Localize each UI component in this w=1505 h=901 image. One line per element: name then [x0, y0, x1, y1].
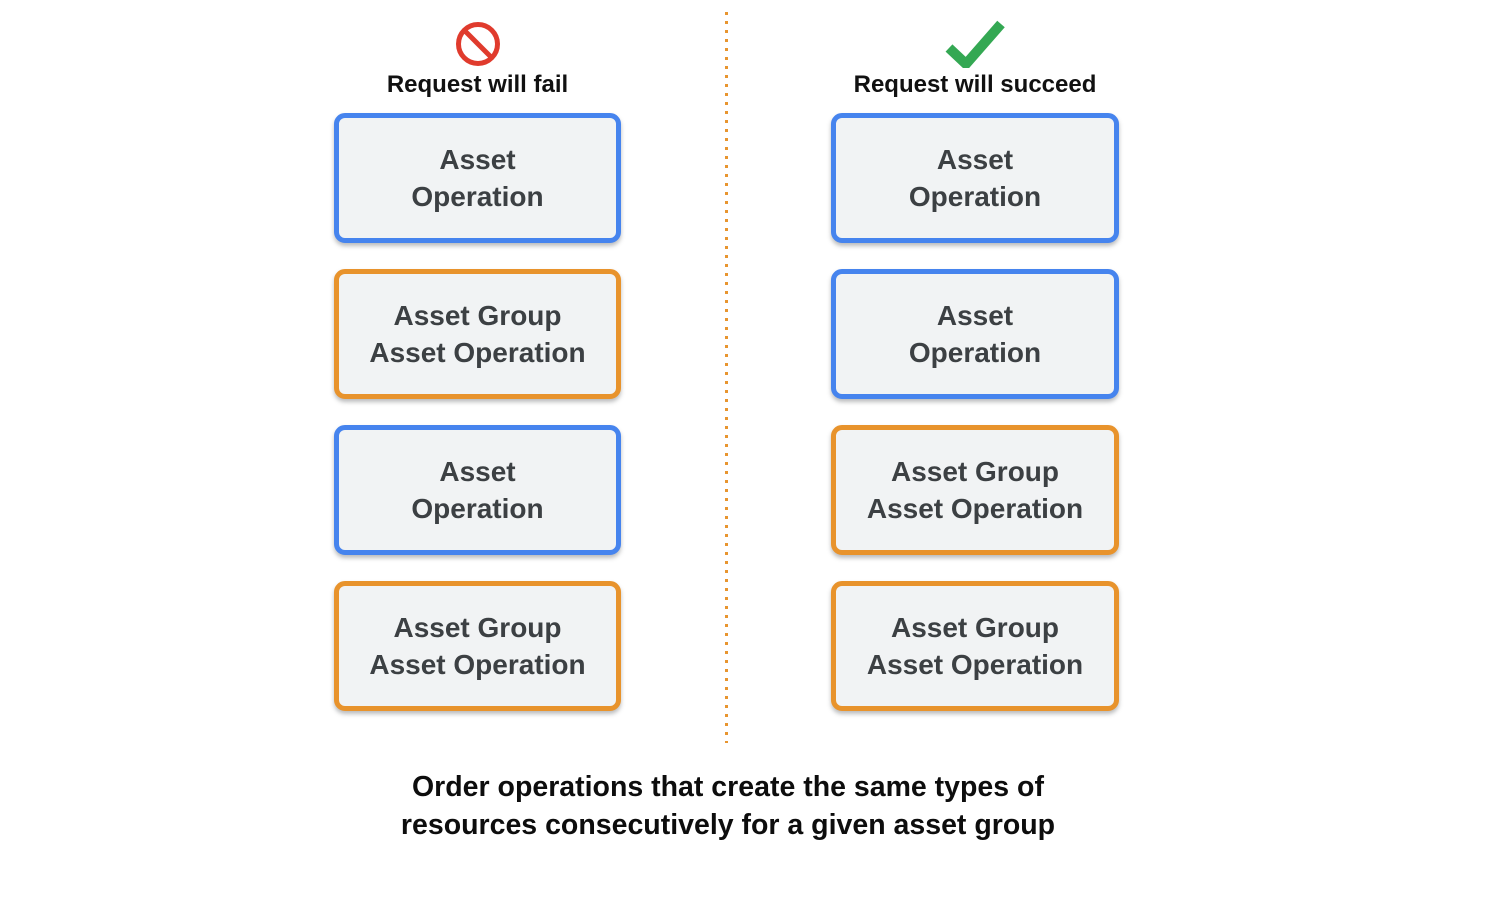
- caption: Order operations that create the same ty…: [375, 768, 1081, 844]
- operation-box: Asset Group Asset Operation: [831, 425, 1119, 555]
- operation-box: Asset Operation: [831, 269, 1119, 399]
- caption-line-2: resources consecutively for a given asse…: [400, 809, 1056, 841]
- prohibited-icon: [455, 20, 501, 67]
- box-label-line: Asset Group: [393, 612, 562, 643]
- checkmark-icon: [945, 20, 1005, 68]
- dotted-divider: [725, 12, 728, 743]
- box-label-line: Asset: [936, 144, 1014, 175]
- operation-box: Asset Group Asset Operation: [334, 269, 621, 399]
- box-label-line: Asset Operation: [866, 493, 1084, 524]
- operation-box: Asset Group Asset Operation: [831, 581, 1119, 711]
- operation-box: Asset Operation: [831, 113, 1119, 243]
- box-label-line: Asset: [936, 300, 1014, 331]
- box-label-line: Asset Group: [890, 612, 1060, 643]
- box-label-line: Asset Operation: [369, 649, 586, 680]
- operation-box: Asset Operation: [334, 425, 621, 555]
- box-label-line: Asset: [439, 456, 516, 487]
- box-label-line: Asset Operation: [369, 337, 586, 368]
- box-label-line: Operation: [908, 337, 1042, 368]
- fail-column-title: Request will fail: [386, 71, 569, 98]
- fail-column: Request will fail Asset Operation Asset …: [334, 20, 621, 711]
- succeed-column-title: Request will succeed: [853, 71, 1097, 98]
- box-label-line: Operation: [411, 181, 544, 212]
- box-label-line: Asset Group: [890, 456, 1060, 487]
- box-label-line: Asset Operation: [866, 649, 1084, 680]
- box-label-line: Asset Group: [393, 300, 562, 331]
- box-label-line: Operation: [908, 181, 1042, 212]
- operation-box: Asset Operation: [334, 113, 621, 243]
- caption-line-1: Order operations that create the same ty…: [412, 771, 1044, 803]
- succeed-column: Request will succeed Asset Operation Ass…: [831, 20, 1119, 711]
- operation-box: Asset Group Asset Operation: [334, 581, 621, 711]
- box-label-line: Operation: [411, 493, 544, 524]
- box-label-line: Asset: [439, 144, 516, 175]
